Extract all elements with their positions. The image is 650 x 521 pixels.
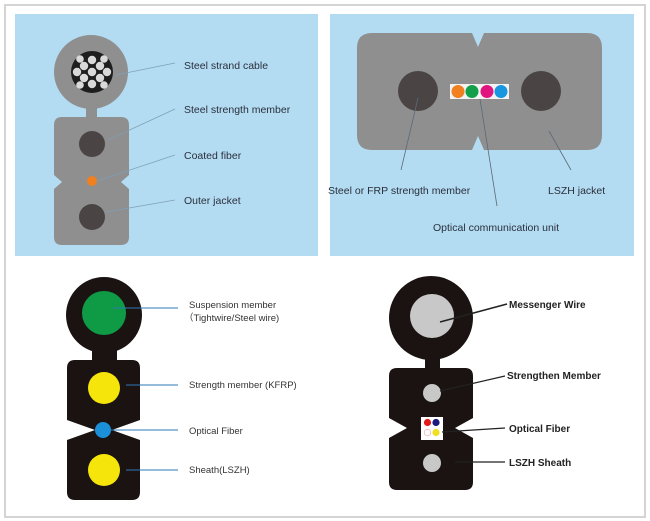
fiber-blue xyxy=(494,85,508,98)
strengthen-member-bottom xyxy=(423,454,441,472)
fiber-white xyxy=(423,428,432,437)
leader-lines xyxy=(96,62,176,213)
label-optical-fiber: Optical Fiber xyxy=(509,424,570,435)
fiber-orange xyxy=(451,85,465,98)
strength-member-top xyxy=(88,372,120,404)
panel-figure8-black-color: Suspension member （Tightwire/Steel wire)… xyxy=(66,277,297,500)
label-messenger-wire: Messenger Wire xyxy=(509,300,586,311)
label-strengthen-member: Strengthen Member xyxy=(507,371,601,382)
fiber-navy xyxy=(432,418,440,427)
coated-fiber xyxy=(87,176,97,186)
label-sheath-lszh: Sheath(LSZH) xyxy=(189,465,250,476)
strength-member-left xyxy=(398,71,438,111)
leader-lines xyxy=(111,307,178,471)
label-steel-strand-cable: Steel strand cable xyxy=(184,60,268,72)
panel-figure8-gray: Steel strand cable Steel strength member… xyxy=(15,14,318,256)
label-optical-communication-unit: Optical communication unit xyxy=(433,222,559,234)
fiber-red xyxy=(423,418,432,427)
label-outer-jacket: Outer jacket xyxy=(184,195,241,207)
leader-lines xyxy=(439,303,508,463)
optical-fiber-unit xyxy=(421,417,443,440)
neck xyxy=(425,355,440,370)
label-suspension-member: Suspension member xyxy=(189,300,276,311)
steel-strands xyxy=(72,55,112,89)
panel-figure8-black-gray: Messenger Wire Strengthen Member Optical… xyxy=(389,276,601,490)
label-optical-fiber: Optical Fiber xyxy=(189,426,243,437)
label-lszh-sheath: LSZH Sheath xyxy=(509,458,571,469)
steel-strength-member-bottom xyxy=(79,204,105,230)
strengthen-member-top xyxy=(423,384,441,402)
label-strength-member-kfrp: Strength member (KFRP) xyxy=(189,380,297,391)
panel-flat-drop-gray: Steel or FRP strength member LSZH jacket… xyxy=(328,14,634,256)
fiber-yellow xyxy=(432,428,440,437)
fiber-magenta xyxy=(480,85,494,98)
label-steel-strength-member: Steel strength member xyxy=(184,104,291,116)
leader-lines xyxy=(400,97,572,207)
label-suspension-member-detail: （Tightwire/Steel wire) xyxy=(184,312,279,324)
suspension-member xyxy=(82,291,126,335)
strength-member-bottom xyxy=(88,454,120,486)
optical-fiber xyxy=(95,422,111,438)
label-coated-fiber: Coated fiber xyxy=(184,150,242,162)
label-lszh-jacket: LSZH jacket xyxy=(548,185,605,197)
strength-member-right xyxy=(521,71,561,111)
optical-unit xyxy=(450,84,509,99)
messenger-wire xyxy=(410,294,454,338)
fiber-green xyxy=(465,85,479,98)
steel-strength-member-top xyxy=(79,131,105,157)
neck xyxy=(86,106,97,120)
label-strength-member: Steel or FRP strength member xyxy=(328,185,471,197)
